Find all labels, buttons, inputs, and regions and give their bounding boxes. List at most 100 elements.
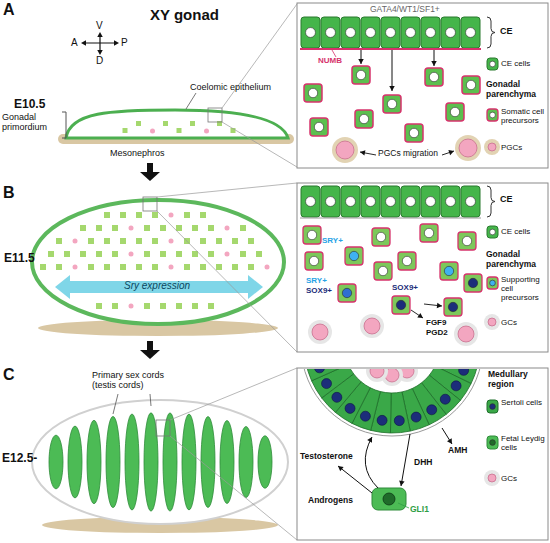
axis-line [83,42,117,43]
dhh-arrow [401,434,410,486]
label-text: Mesonephros [110,148,165,158]
leader-line [332,50,336,57]
cell-dot [136,212,142,218]
label-text: PGD2 [426,328,448,337]
dhh-arrow-head [399,481,404,486]
stage-arrow [147,163,153,172]
sertoli-nucleus [332,392,342,402]
supporting-precursor-nucleus [342,288,351,297]
label-text: GCs [501,474,517,483]
label-text: PGCs migration [378,149,438,159]
germ-cell-halo [366,369,388,382]
label-text: SOX9+ [392,283,418,292]
ce-cell [341,17,360,48]
legend-icon [488,143,496,151]
gc-dot [225,226,230,231]
cell-dot [40,264,46,270]
label-text: NUMB [318,56,342,65]
legend-icon [487,400,498,413]
somatic-precursor-nucleus [308,88,317,97]
somatic-precursor-nucleus [314,122,323,131]
zoom-line [222,122,297,167]
zoom-line [170,368,297,420]
cell-dot [112,225,118,231]
supporting-precursor-nucleus [309,256,318,265]
label-text: C [3,366,15,384]
amh-arrow-head [447,438,452,444]
migration-arrow-head [389,86,395,91]
somatic-precursor-nucleus [450,107,459,116]
legend-icon-nucleus [490,404,496,410]
ce-cell [441,186,460,217]
legend-icon-halo [484,139,500,155]
cell-dot [144,303,150,309]
stage-arrow-head [140,172,160,181]
cell-dot [80,251,86,257]
cell-dot [88,238,94,244]
label-text: Gonadal parenchyma [486,80,548,100]
supporting-precursor [444,298,462,316]
supporting-precursor [458,232,476,250]
ce-cell-nucleus [346,28,356,38]
cell-dot [200,212,206,218]
cord-section [301,369,483,436]
diagram-title: XY gonad [150,6,219,23]
testis-cord [258,436,272,488]
cell-dot [240,251,246,257]
gc-dot [129,252,134,257]
migration-arrow [392,50,393,91]
sertoli-nucleus [440,394,450,404]
germ-cell [458,326,474,342]
ce-cell [421,17,440,48]
label-text: GATA4/WT1/SF1+ [370,5,440,15]
leader-line [150,394,151,406]
basement-membrane [301,369,483,436]
ce-cell [321,186,340,217]
sry-band-head [248,275,263,299]
ce-cell-nucleus [346,197,356,207]
cell-dot [176,225,182,231]
cell-dot [88,264,94,270]
cell-dot [160,251,166,257]
label-text: Testosterone [300,452,353,462]
label-text: SRY+ [322,236,343,245]
ce-cell-nucleus [306,197,316,207]
legend-icon-halo [484,470,500,486]
label-text: P [121,37,128,49]
cell-dot [136,238,142,244]
cell-dot [176,303,182,309]
supporting-precursor-nucleus [396,300,405,309]
inset-frame [297,183,548,352]
label-text: E12.5- [2,452,37,466]
signal-arrow-head [437,303,442,308]
legend-icon [487,226,498,238]
sertoli-nucleus [427,405,437,415]
ce-cell [321,17,340,48]
leader-line [398,503,409,508]
label-text: E11.5 [4,252,35,266]
supporting-precursor [440,262,458,280]
ce-cell-nucleus [446,197,456,207]
cell-dot [104,264,110,270]
supporting-precursor [392,296,410,314]
signal-arrow-head [417,313,423,318]
sertoli-cell [390,392,410,433]
cell-dot [120,238,126,244]
cell-dot [248,264,254,270]
cell-dot [80,225,86,231]
testis-cord [239,426,253,497]
supporting-precursor-nucleus [424,228,433,237]
supporting-precursor-nucleus [402,256,411,265]
pgc [336,141,354,159]
cell-dot [200,264,206,270]
legend-icon-halo [484,314,500,330]
zoom-bracket [143,197,157,211]
leydig-cell [372,488,406,510]
somatic-precursor-nucleus [387,99,396,108]
basement-line [300,218,481,219]
supporting-precursor-nucleus [376,232,385,241]
cell-dot [160,225,166,231]
inset-frame [297,3,548,168]
germ-cell-halo [308,320,332,344]
